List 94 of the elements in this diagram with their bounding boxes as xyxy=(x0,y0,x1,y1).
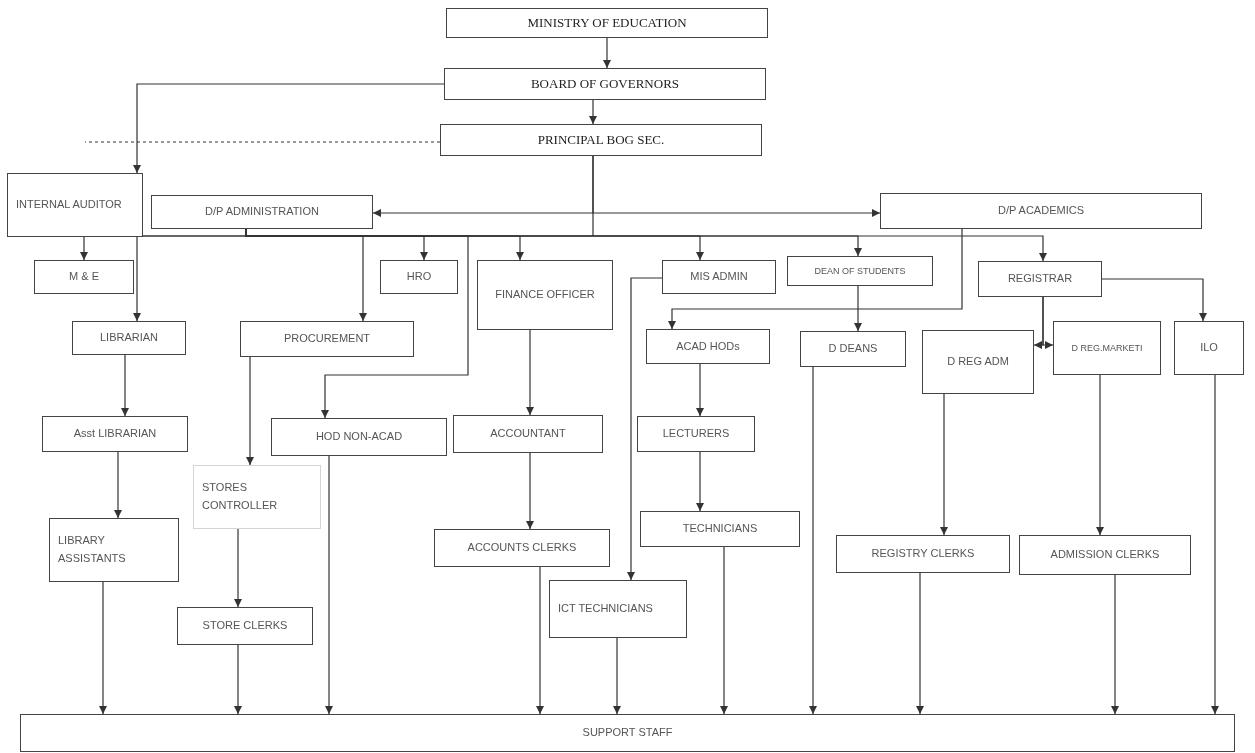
arrow xyxy=(602,37,612,69)
arrow xyxy=(588,99,598,125)
role-label: TECHNICIANS xyxy=(682,521,758,537)
org-box xyxy=(49,518,179,582)
role-label: Asst LIBRARIAN xyxy=(73,426,157,442)
org-box xyxy=(640,511,800,547)
org-box xyxy=(444,68,766,100)
arrow xyxy=(120,354,130,417)
role-label: D/P ADMINISTRATION xyxy=(205,204,319,220)
org-box xyxy=(34,260,134,294)
role-label: D DEANS xyxy=(828,341,878,357)
arrow xyxy=(853,285,863,332)
org-box xyxy=(978,261,1102,297)
role-label: DEAN OF STUDENTS xyxy=(814,264,906,278)
role-label: ADMISSION CLERKS xyxy=(1050,547,1160,563)
arrow xyxy=(1210,374,1220,715)
org-box xyxy=(637,416,755,452)
org-box xyxy=(453,415,603,453)
role-label: BOARD OF GOVERNORS xyxy=(530,74,680,93)
org-box xyxy=(1174,321,1244,375)
arrow xyxy=(1101,278,1208,322)
arrow xyxy=(915,572,925,715)
arrow xyxy=(626,277,663,581)
role-label: D/P ACADEMICS xyxy=(998,203,1084,219)
org-box xyxy=(787,256,933,286)
arrow xyxy=(612,637,622,715)
org-box xyxy=(446,8,768,38)
arrow xyxy=(245,356,255,466)
org-box xyxy=(240,321,414,357)
role-label: MIS ADMIN xyxy=(690,269,748,285)
role-label: ICT TECHNICIANS xyxy=(558,601,653,617)
role-label: ACCOUNTS CLERKS xyxy=(467,540,577,556)
arrow xyxy=(1095,374,1105,536)
arrow xyxy=(719,546,729,715)
org-box xyxy=(477,260,613,330)
role-label: HRO xyxy=(406,269,432,285)
arrow xyxy=(233,528,243,608)
role-label: M & E xyxy=(69,269,99,285)
role-label: D REG.MARKETI xyxy=(1071,341,1143,355)
org-box xyxy=(20,714,1235,752)
role-label: FINANCE OFFICER xyxy=(495,287,595,303)
org-box xyxy=(440,124,762,156)
role-label: PRINCIPAL BOG SEC. xyxy=(537,130,665,149)
role-label: REGISTRAR xyxy=(1007,271,1073,287)
role-label: LECTURERS xyxy=(662,426,730,442)
role-label: SUPPORT STAFF xyxy=(582,725,673,741)
arrow xyxy=(939,393,949,536)
arrow xyxy=(113,451,123,519)
role-label: D REG ADM xyxy=(947,354,1009,370)
role-label: ACAD HODs xyxy=(676,338,740,354)
role-label: STORES CONTROLLER xyxy=(202,480,279,513)
arrow xyxy=(808,366,818,715)
arrow xyxy=(667,228,963,330)
arrow xyxy=(525,329,535,416)
org-box xyxy=(646,329,770,364)
role-label: ILO xyxy=(1200,340,1218,356)
role-label: MINISTRY OF EDUCATION xyxy=(527,13,687,32)
arrow xyxy=(525,452,535,530)
org-box xyxy=(549,580,687,638)
arrow xyxy=(1042,296,1054,350)
arrow xyxy=(324,455,334,715)
arrow xyxy=(695,451,705,512)
org-box xyxy=(380,260,458,294)
org-box xyxy=(662,260,776,294)
role-label: PROCUREMENT xyxy=(283,331,371,347)
org-box xyxy=(434,529,610,567)
org-box xyxy=(836,535,1010,573)
org-box xyxy=(800,331,906,367)
org-box xyxy=(922,330,1034,394)
role-label: LIBRARIAN xyxy=(99,330,159,346)
arrow xyxy=(98,581,108,715)
arrow xyxy=(695,363,705,417)
role-label: REGISTRY CLERKS xyxy=(871,546,975,562)
org-box xyxy=(151,195,373,229)
org-box xyxy=(193,465,321,529)
arrow xyxy=(1110,574,1120,715)
arrow xyxy=(535,566,545,715)
org-box xyxy=(42,416,188,452)
org-box xyxy=(1053,321,1161,375)
role-label: ACCOUNTANT xyxy=(490,426,566,442)
arrow xyxy=(132,83,445,174)
role-label: HOD NON-ACAD xyxy=(315,429,403,445)
org-box xyxy=(72,321,186,355)
dashed-connector xyxy=(84,141,441,143)
arrow xyxy=(233,644,243,715)
org-box xyxy=(177,607,313,645)
org-box xyxy=(1019,535,1191,575)
org-box xyxy=(880,193,1202,229)
org-box xyxy=(271,418,447,456)
role-label: STORE CLERKS xyxy=(202,618,288,634)
arrow xyxy=(592,155,881,218)
role-label: LIBRARY ASSISTANTS xyxy=(58,533,127,566)
role-label: INTERNAL AUDITOR xyxy=(16,197,122,213)
org-box xyxy=(7,173,143,237)
